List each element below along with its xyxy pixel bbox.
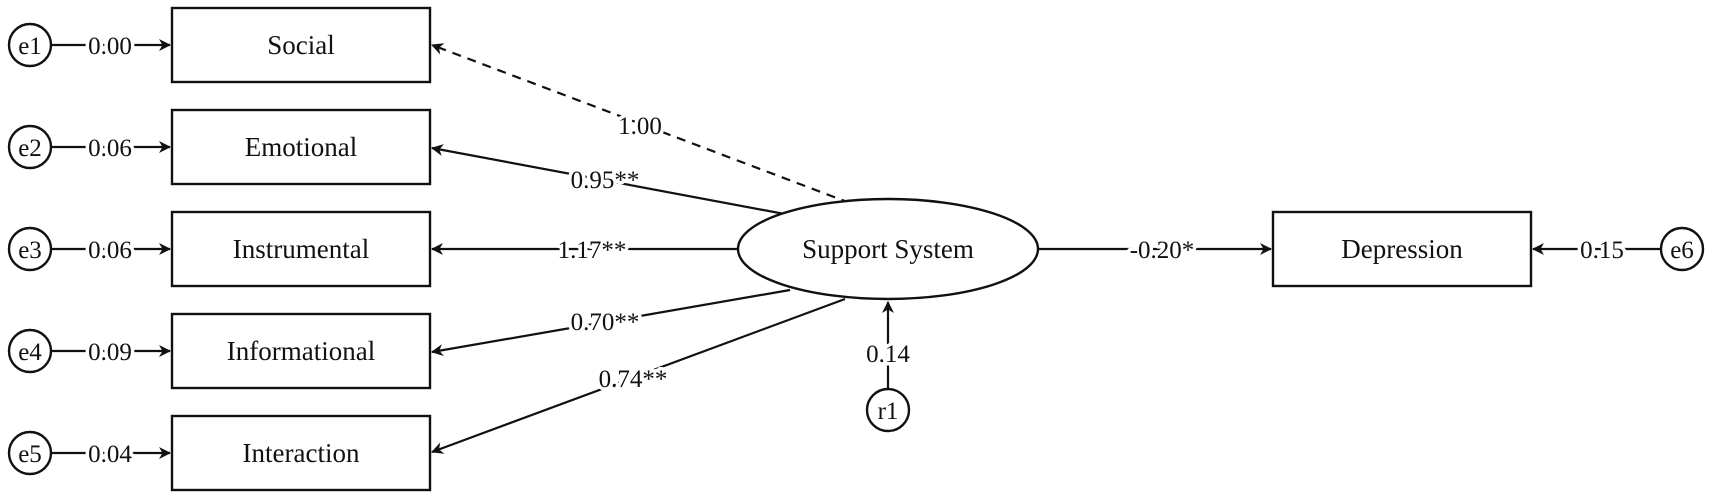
loading-arrow-interaction	[431, 297, 846, 454]
loading-arrow-social	[431, 43, 851, 205]
path-coef-social: 1.00	[618, 113, 662, 140]
error-label: e5	[18, 441, 42, 468]
error-term-e5: e5	[7, 430, 53, 476]
outcome-label: Depression	[1341, 234, 1463, 264]
path-arrows	[51, 39, 1661, 459]
indicator-box	[170, 6, 432, 84]
error-term-e2: e2	[7, 124, 53, 170]
indicator-label: Informational	[227, 336, 375, 366]
path-coef-emotional: 0.95**	[571, 167, 640, 194]
error-term-e1: e1	[7, 22, 53, 68]
indicator-box	[170, 312, 432, 390]
indicator-social: Social	[170, 6, 432, 84]
path-coef-interaction: 0.74**	[599, 366, 668, 393]
error-circle	[7, 226, 53, 272]
indicator-box	[170, 108, 432, 186]
indicator-label: Social	[267, 30, 335, 60]
indicator-box	[170, 210, 432, 288]
error-label: e4	[18, 339, 42, 366]
residual-circle	[865, 387, 911, 433]
indicator-emotional: Emotional	[170, 108, 432, 186]
error-loading-e2: 0.06	[88, 135, 132, 162]
latent-label: Support System	[802, 234, 974, 264]
error-circle	[7, 430, 53, 476]
error-circle	[7, 124, 53, 170]
latent-support-system: Support System	[736, 197, 1040, 301]
error-circle	[7, 328, 53, 374]
indicator-box	[170, 414, 432, 492]
indicator-interaction: Interaction	[170, 414, 432, 492]
loading-arrow-emotional	[431, 144, 791, 217]
error-loading-e3: 0.06	[88, 237, 132, 264]
error-label: e2	[18, 135, 42, 162]
residual-label: r1	[878, 398, 899, 425]
error-term-e6: e6	[1659, 226, 1705, 272]
error-term-e3: e3	[7, 226, 53, 272]
indicator-label: Instrumental	[233, 234, 369, 264]
error-term-e4: e4	[7, 328, 53, 374]
indicator-label: Interaction	[243, 438, 360, 468]
error-circle	[1659, 226, 1705, 272]
indicator-label: Emotional	[245, 132, 357, 162]
error-loading-e5: 0.04	[88, 441, 132, 468]
error-loading-e1: 0.00	[88, 33, 132, 60]
outcome-box	[1271, 210, 1533, 288]
loading-arrow-informational	[431, 288, 791, 357]
error-label: e3	[18, 237, 42, 264]
path-coef-informational: 0.70**	[571, 309, 640, 336]
latent-ellipse	[736, 197, 1040, 301]
residual-r1: r1	[865, 387, 911, 433]
outcome-depression: Depression	[1271, 210, 1533, 288]
error-label: e6	[1670, 237, 1694, 264]
indicator-informational: Informational	[170, 312, 432, 390]
error-loading-e4: 0.09	[88, 339, 132, 366]
error-label: e1	[18, 33, 42, 60]
error-circle	[7, 22, 53, 68]
path-coef-instrumental: 1.17**	[558, 237, 627, 264]
indicator-instrumental: Instrumental	[170, 210, 432, 288]
error-loading-e6: 0.15	[1580, 237, 1624, 264]
path-coef-depression: -0.20*	[1130, 237, 1195, 264]
residual-loading: 0.14	[866, 341, 910, 368]
